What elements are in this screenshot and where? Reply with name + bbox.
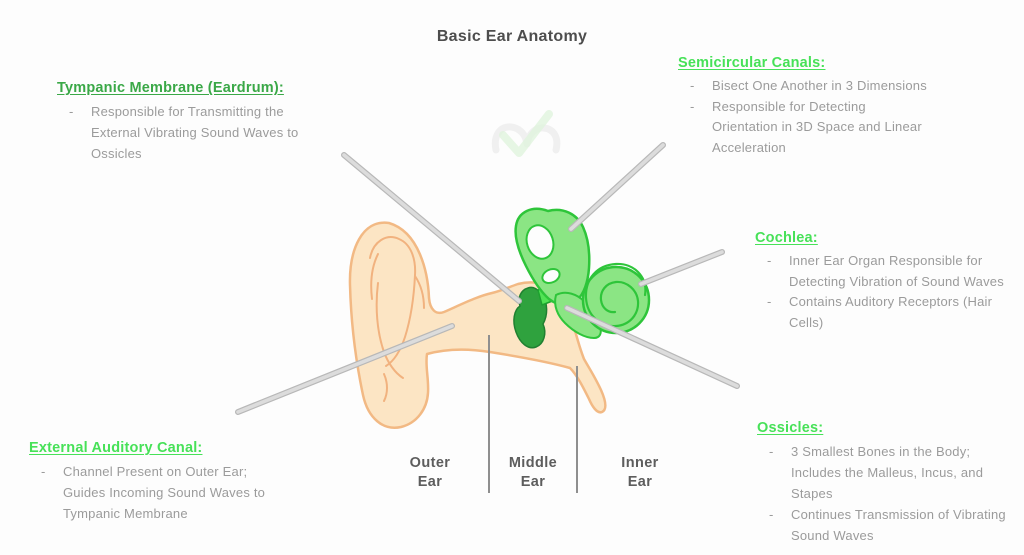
label-cochlea: Cochlea: Inner Ear Organ Responsible for… <box>755 230 1017 333</box>
region-label-inner-ear: Inner Ear <box>621 455 659 490</box>
cochlea-heading: Cochlea: <box>755 230 818 246</box>
bullet-item: Contains Auditory Receptors (Hair Cells) <box>755 292 1017 333</box>
cochlea-bullets: Inner Ear Organ Responsible for Detectin… <box>755 251 1017 333</box>
semicircular-canals-shape <box>514 207 602 340</box>
bullet-item: Bisect One Another in 3 Dimensions <box>678 76 928 97</box>
bullet-item: Channel Present on Outer Ear; Guides Inc… <box>29 461 277 524</box>
watermark-logo-icon <box>491 110 561 157</box>
bullet-item: 3 Smallest Bones in the Body; Includes t… <box>757 441 1011 504</box>
pointer-lines <box>235 142 740 415</box>
external-canal-bullets: Channel Present on Outer Ear; Guides Inc… <box>29 461 277 524</box>
label-ossicles: Ossicles: 3 Smallest Bones in the Body; … <box>757 420 1011 546</box>
page-title: Basic Ear Anatomy <box>436 28 588 45</box>
bullet-item: Inner Ear Organ Responsible for Detectin… <box>755 251 1017 292</box>
external-canal-heading: External Auditory Canal: <box>29 440 203 456</box>
bullet-item: Continues Transmission of Vibrating Soun… <box>757 504 1011 546</box>
region-label-outer-ear: Outer Ear <box>409 455 451 490</box>
bullet-item: Responsible for Transmitting the Externa… <box>57 101 313 164</box>
tympanic-bullets: Responsible for Transmitting the Externa… <box>57 101 313 164</box>
ossicles-heading: Ossicles: <box>757 420 824 436</box>
semicircular-heading: Semicircular Canals: <box>678 55 826 71</box>
label-semicircular-canals: Semicircular Canals: Bisect One Another … <box>678 55 928 158</box>
region-dividers <box>488 335 578 493</box>
ossicles-bullets: 3 Smallest Bones in the Body; Includes t… <box>757 441 1011 546</box>
label-tympanic-membrane: Tympanic Membrane (Eardrum): Responsible… <box>57 80 313 164</box>
tympanic-heading: Tympanic Membrane (Eardrum): <box>57 80 284 96</box>
semicircular-bullets: Bisect One Another in 3 Dimensions Respo… <box>678 76 928 158</box>
bullet-item: Responsible for Detecting Orientation in… <box>678 97 928 159</box>
region-label-middle-ear: Middle Ear <box>508 455 558 490</box>
label-external-auditory-canal: External Auditory Canal: Channel Present… <box>29 440 277 524</box>
